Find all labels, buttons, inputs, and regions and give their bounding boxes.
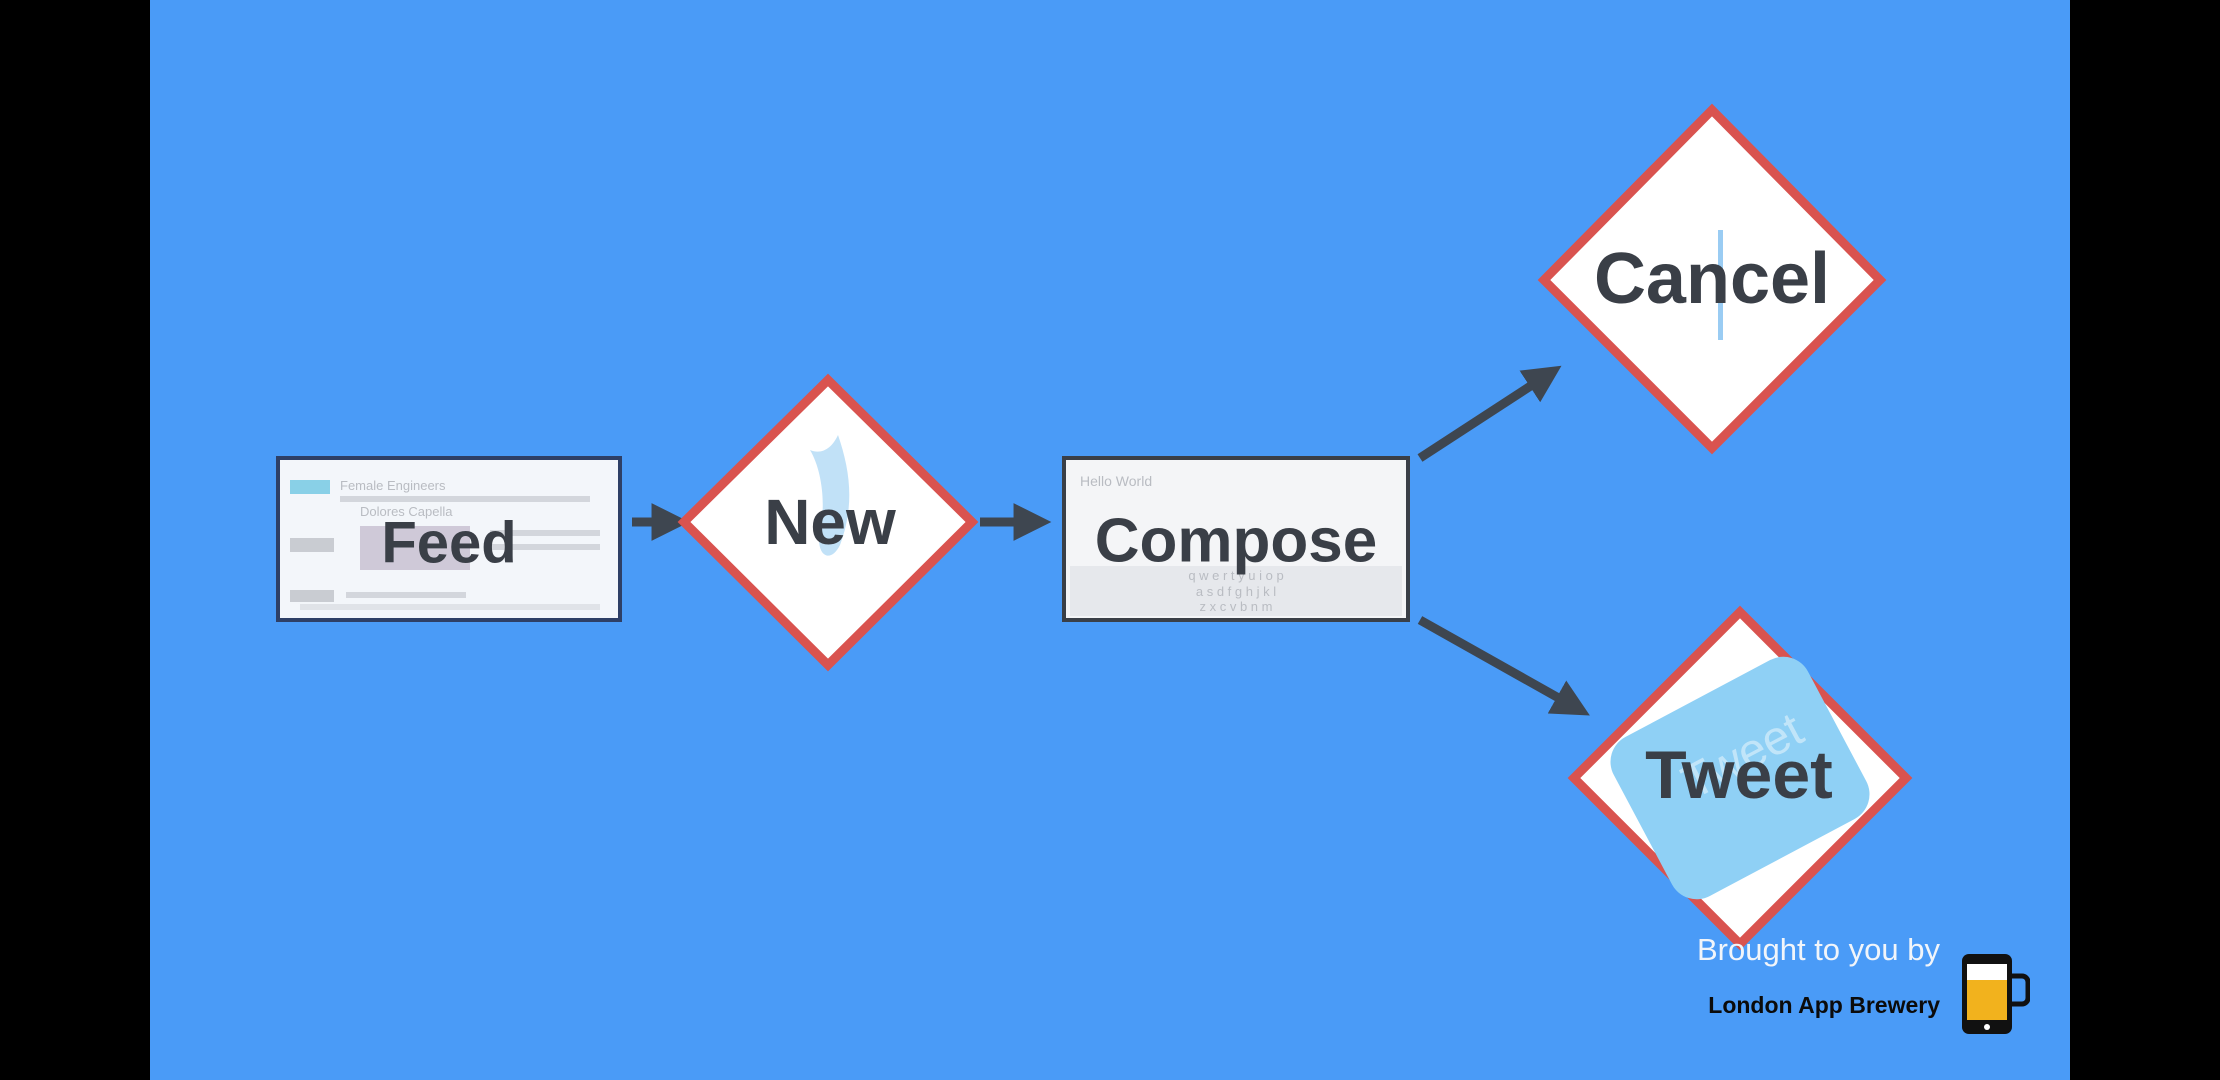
twitter-bird-icon — [810, 435, 850, 556]
tweet-button-thumb — [1610, 656, 1870, 900]
credit-brand: London App Brewery — [1708, 992, 1940, 1018]
node-cancel: Cancel — [1537, 103, 1887, 455]
node-label-compose: Compose — [1095, 506, 1377, 575]
feed-thumb-line-2: Dolores Capella — [360, 504, 453, 519]
edge-compose-to-cancel — [1417, 365, 1562, 462]
compose-keyboard-row-3: z x c v b n m — [1200, 599, 1273, 614]
node-label-tweet: Tweet — [1645, 737, 1833, 813]
edge-compose-to-tweet — [1417, 616, 1590, 716]
node-feed: Female Engineers Dolores Capella Feed — [276, 456, 622, 622]
feed-thumb-line-1: Female Engineers — [340, 478, 446, 493]
node-compose: Hello World q w e r t y u i o p a s d f … — [1062, 456, 1410, 622]
beer-phone-icon — [1962, 954, 2030, 1034]
compose-keyboard-row-1: q w e r t y u i o p — [1188, 568, 1283, 583]
node-label-cancel: Cancel — [1594, 239, 1830, 319]
slide: Female Engineers Dolores Capella Feed Ne… — [150, 0, 2070, 1080]
flow-diagram: Female Engineers Dolores Capella Feed Ne… — [276, 103, 1913, 951]
node-tweet: Tweet Tweet — [1567, 605, 1913, 951]
compose-keyboard-row-2: a s d f g h j k l — [1196, 584, 1276, 599]
text-cursor-icon — [1718, 230, 1723, 340]
node-label-feed: Feed — [381, 510, 516, 575]
credit-block: Brought to you by London App Brewery — [1630, 932, 2030, 1052]
node-label-new: New — [764, 486, 896, 558]
compose-thumb-placeholder: Hello World — [1080, 473, 1152, 489]
node-new: New — [677, 373, 979, 672]
credit-tagline: Brought to you by — [1697, 932, 1940, 967]
